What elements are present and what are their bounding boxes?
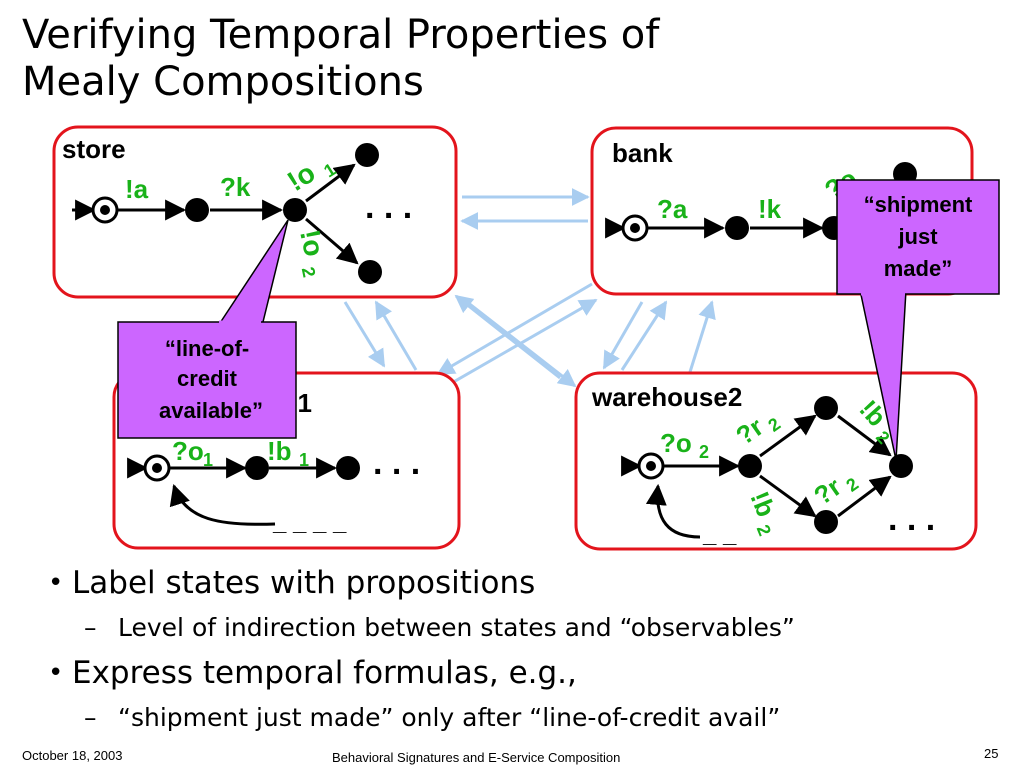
wh1-label-b1: !b — [267, 436, 292, 466]
bullet-1: Label states with propositions — [48, 560, 1008, 606]
title-line-1: Verifying Temporal Properties of — [22, 12, 660, 58]
footer-date: October 18, 2003 — [22, 748, 123, 763]
bank-label-a: ?a — [657, 194, 688, 224]
warehouse2-name: warehouse2 — [591, 382, 742, 412]
arrow-bank-to-wh2 — [602, 301, 644, 370]
callout-shipment-line3: made” — [884, 256, 952, 281]
arrow-store-to-wh2 — [461, 296, 577, 388]
arrow-store-to-wh1-a — [343, 301, 386, 368]
arrow-wh1-to-bank — [449, 298, 598, 386]
wh1-state-3 — [336, 456, 360, 480]
store-label-o2-sub: 2 — [298, 265, 320, 279]
sub-bullet-1: –Level of indirection between states and… — [84, 613, 795, 642]
warehouse1-automaton — [127, 457, 338, 526]
wh2-state-3 — [814, 396, 838, 420]
title-line-2: Mealy Compositions — [22, 59, 424, 105]
wh1-label-b1-sub: 1 — [299, 450, 309, 470]
wh2-dashes: _ _ — [702, 521, 737, 548]
sub-bullet-2: –“shipment just made” only after “line-o… — [84, 703, 781, 732]
wh2-label-o2: ?o — [660, 428, 692, 458]
wh2-state-5 — [889, 454, 913, 478]
store-state-2 — [185, 198, 209, 222]
store-name: store — [62, 134, 126, 164]
callout-shipment-line1: “shipment — [864, 192, 973, 217]
arrow-wh2-bank-right — [688, 300, 716, 373]
bank-state-2 — [725, 216, 749, 240]
callout-credit-line3: available” — [159, 398, 263, 423]
arrow-wh2-to-store — [454, 294, 561, 380]
callout-credit-line2: credit — [177, 366, 238, 391]
wh1-label-o1: ?o — [172, 436, 204, 466]
warehouse2-automaton — [621, 414, 892, 539]
store-state-3 — [283, 198, 307, 222]
wh2-start-dot — [646, 461, 656, 471]
callout-credit-line1: “line-of- — [165, 336, 249, 361]
wh1-dashes: _ _ _ _ — [272, 509, 347, 536]
wh1-ellipsis: . . . — [373, 444, 420, 482]
wh2-ellipsis: . . . — [888, 500, 935, 538]
footer-title: Behavioral Signatures and E-Service Comp… — [332, 750, 621, 765]
callout-shipment-line2: just — [897, 224, 938, 249]
bank-name: bank — [612, 138, 673, 168]
channel-arrows — [343, 188, 716, 388]
footer-page-number: 25 — [984, 746, 999, 761]
arrow-bank-to-wh1 — [436, 282, 593, 376]
wh1-label-o1-sub: 1 — [203, 450, 213, 470]
store-label-a: !a — [125, 174, 149, 204]
sub-bullet-2-text: “shipment just made” only after “line-of… — [118, 703, 781, 732]
warehouse2-box — [574, 371, 978, 551]
wh1-start-dot — [152, 463, 162, 473]
store-ellipsis: . . . — [365, 188, 412, 226]
callout-shipment-made: “shipment just made” — [836, 179, 1000, 461]
callout-line-of-credit: “line-of- credit available” — [117, 219, 297, 439]
store-label-k: ?k — [220, 172, 251, 202]
arrow-wh1-to-store — [374, 300, 418, 371]
store-start-dot — [100, 205, 110, 215]
bullet-2: Express temporal formulas, e.g., — [48, 650, 1008, 696]
composition-diagram: store bank e1 warehouse2 . . . !a ?k !o … — [52, 125, 1000, 551]
store-automaton — [72, 163, 359, 265]
bank-start-dot — [630, 223, 640, 233]
slide-title: Verifying Temporal Properties of Mealy C… — [22, 12, 659, 106]
wh2-state-2 — [738, 454, 762, 478]
wh2-label-o2-sub: 2 — [699, 442, 709, 462]
bank-label-k: !k — [758, 194, 782, 224]
wh2-state-4 — [814, 510, 838, 534]
wh1-state-2 — [245, 456, 269, 480]
store-state-4 — [355, 143, 379, 167]
store-state-5 — [358, 260, 382, 284]
store-label-o2: !o — [294, 227, 330, 259]
sub-bullet-1-text: Level of indirection between states and … — [118, 613, 795, 642]
bullet-list: Label states with propositions –Level of… — [48, 560, 1008, 740]
arrow-wh2-to-bank — [620, 300, 668, 371]
